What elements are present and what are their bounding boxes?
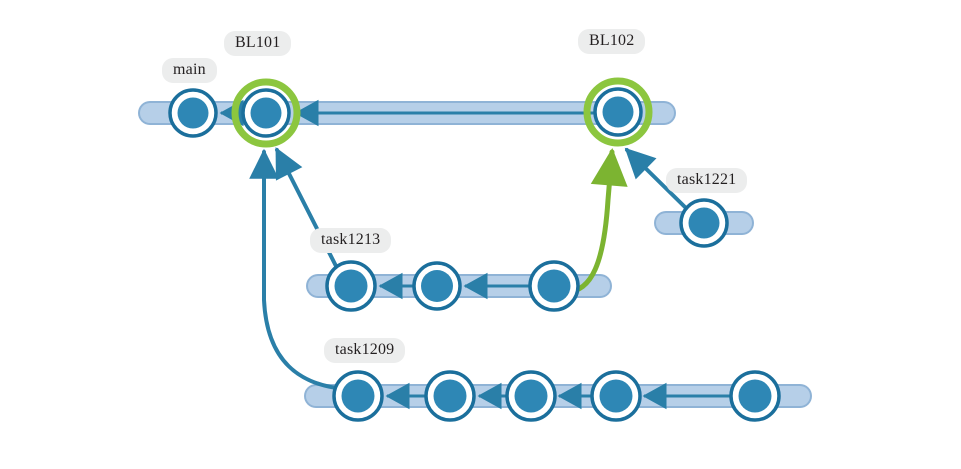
highlight-ring-bl102 bbox=[583, 77, 653, 147]
commit-node-task1209-1[interactable] bbox=[332, 370, 384, 422]
highlight-ring-bl101 bbox=[231, 78, 301, 148]
commit-node-task1209-3[interactable] bbox=[505, 370, 557, 422]
commit-node-task1221-1[interactable] bbox=[679, 198, 729, 248]
commit-node-bl102[interactable] bbox=[593, 87, 643, 137]
commit-node-task1213-1[interactable] bbox=[325, 260, 377, 312]
merge-line-task1221-to-bl102 bbox=[624, 147, 692, 214]
merge-curve-task1209-to-bl101 bbox=[249, 148, 347, 391]
commit-node-task1213-2[interactable] bbox=[412, 261, 462, 311]
commit-node-task1209-4[interactable] bbox=[590, 370, 642, 422]
parent-arrows bbox=[219, 99, 733, 410]
branch-label-task1209[interactable]: task1209 bbox=[324, 338, 406, 364]
commit-node-task1209-2[interactable] bbox=[424, 370, 476, 422]
branch-label-main[interactable]: main bbox=[162, 58, 217, 84]
commit-node-bl101[interactable] bbox=[241, 88, 291, 138]
branch-label-bl101[interactable]: BL101 bbox=[224, 31, 292, 57]
branch-label-task1221[interactable]: task1221 bbox=[666, 168, 748, 194]
branch-label-task1213[interactable]: task1213 bbox=[310, 228, 392, 254]
branch-label-bl102[interactable]: BL102 bbox=[578, 29, 646, 55]
commit-node-main[interactable] bbox=[168, 88, 218, 138]
commit-node-task1213-3[interactable] bbox=[528, 260, 580, 312]
commit-node-task1209-5[interactable] bbox=[729, 370, 781, 422]
